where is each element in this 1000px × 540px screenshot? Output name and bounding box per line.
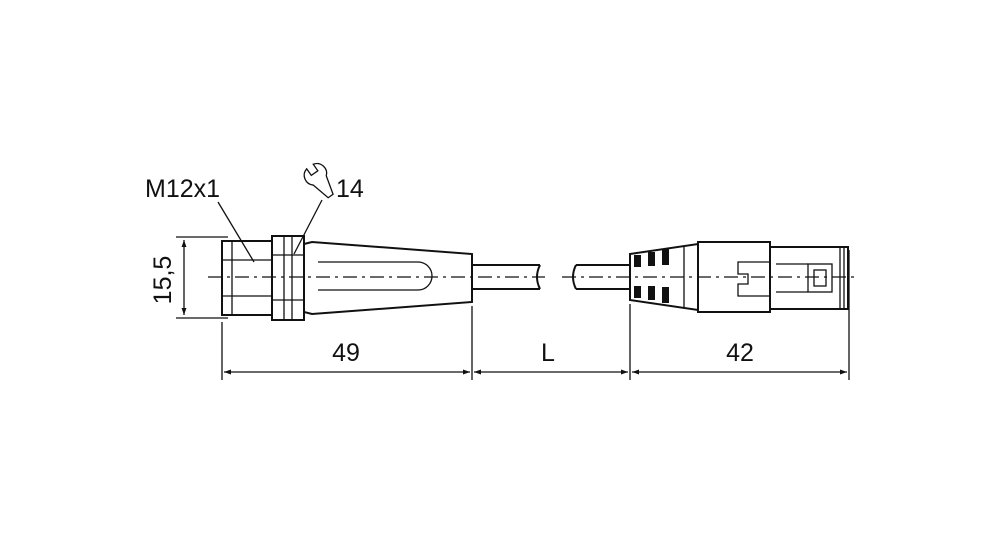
dimension-42: 42 <box>632 339 847 375</box>
thread-callout: M12x1 <box>145 175 255 263</box>
length-left-label: 49 <box>332 339 360 367</box>
rj45-connector <box>629 241 849 313</box>
hex-nut <box>271 235 305 321</box>
rj45-head <box>769 246 849 310</box>
dimension-49: 49 <box>224 339 470 375</box>
m12-connector <box>221 235 473 321</box>
wrench-size-label: 14 <box>336 175 364 203</box>
m12-thread-body <box>221 240 273 316</box>
cable-left <box>472 264 541 290</box>
length-right-label: 42 <box>726 339 754 367</box>
overmold-body <box>303 240 473 316</box>
wrench-callout: 14 <box>293 162 364 255</box>
thread-label: M12x1 <box>145 175 220 203</box>
wrench-icon <box>303 162 334 199</box>
dimension-l: L <box>474 339 628 375</box>
height-label: 15,5 <box>149 256 177 305</box>
rj45-latch <box>737 261 771 297</box>
cable-right <box>572 264 630 290</box>
height-dimension: 15,5 <box>149 236 228 319</box>
length-cable-label: L <box>541 339 555 367</box>
grip-slot <box>318 261 433 291</box>
